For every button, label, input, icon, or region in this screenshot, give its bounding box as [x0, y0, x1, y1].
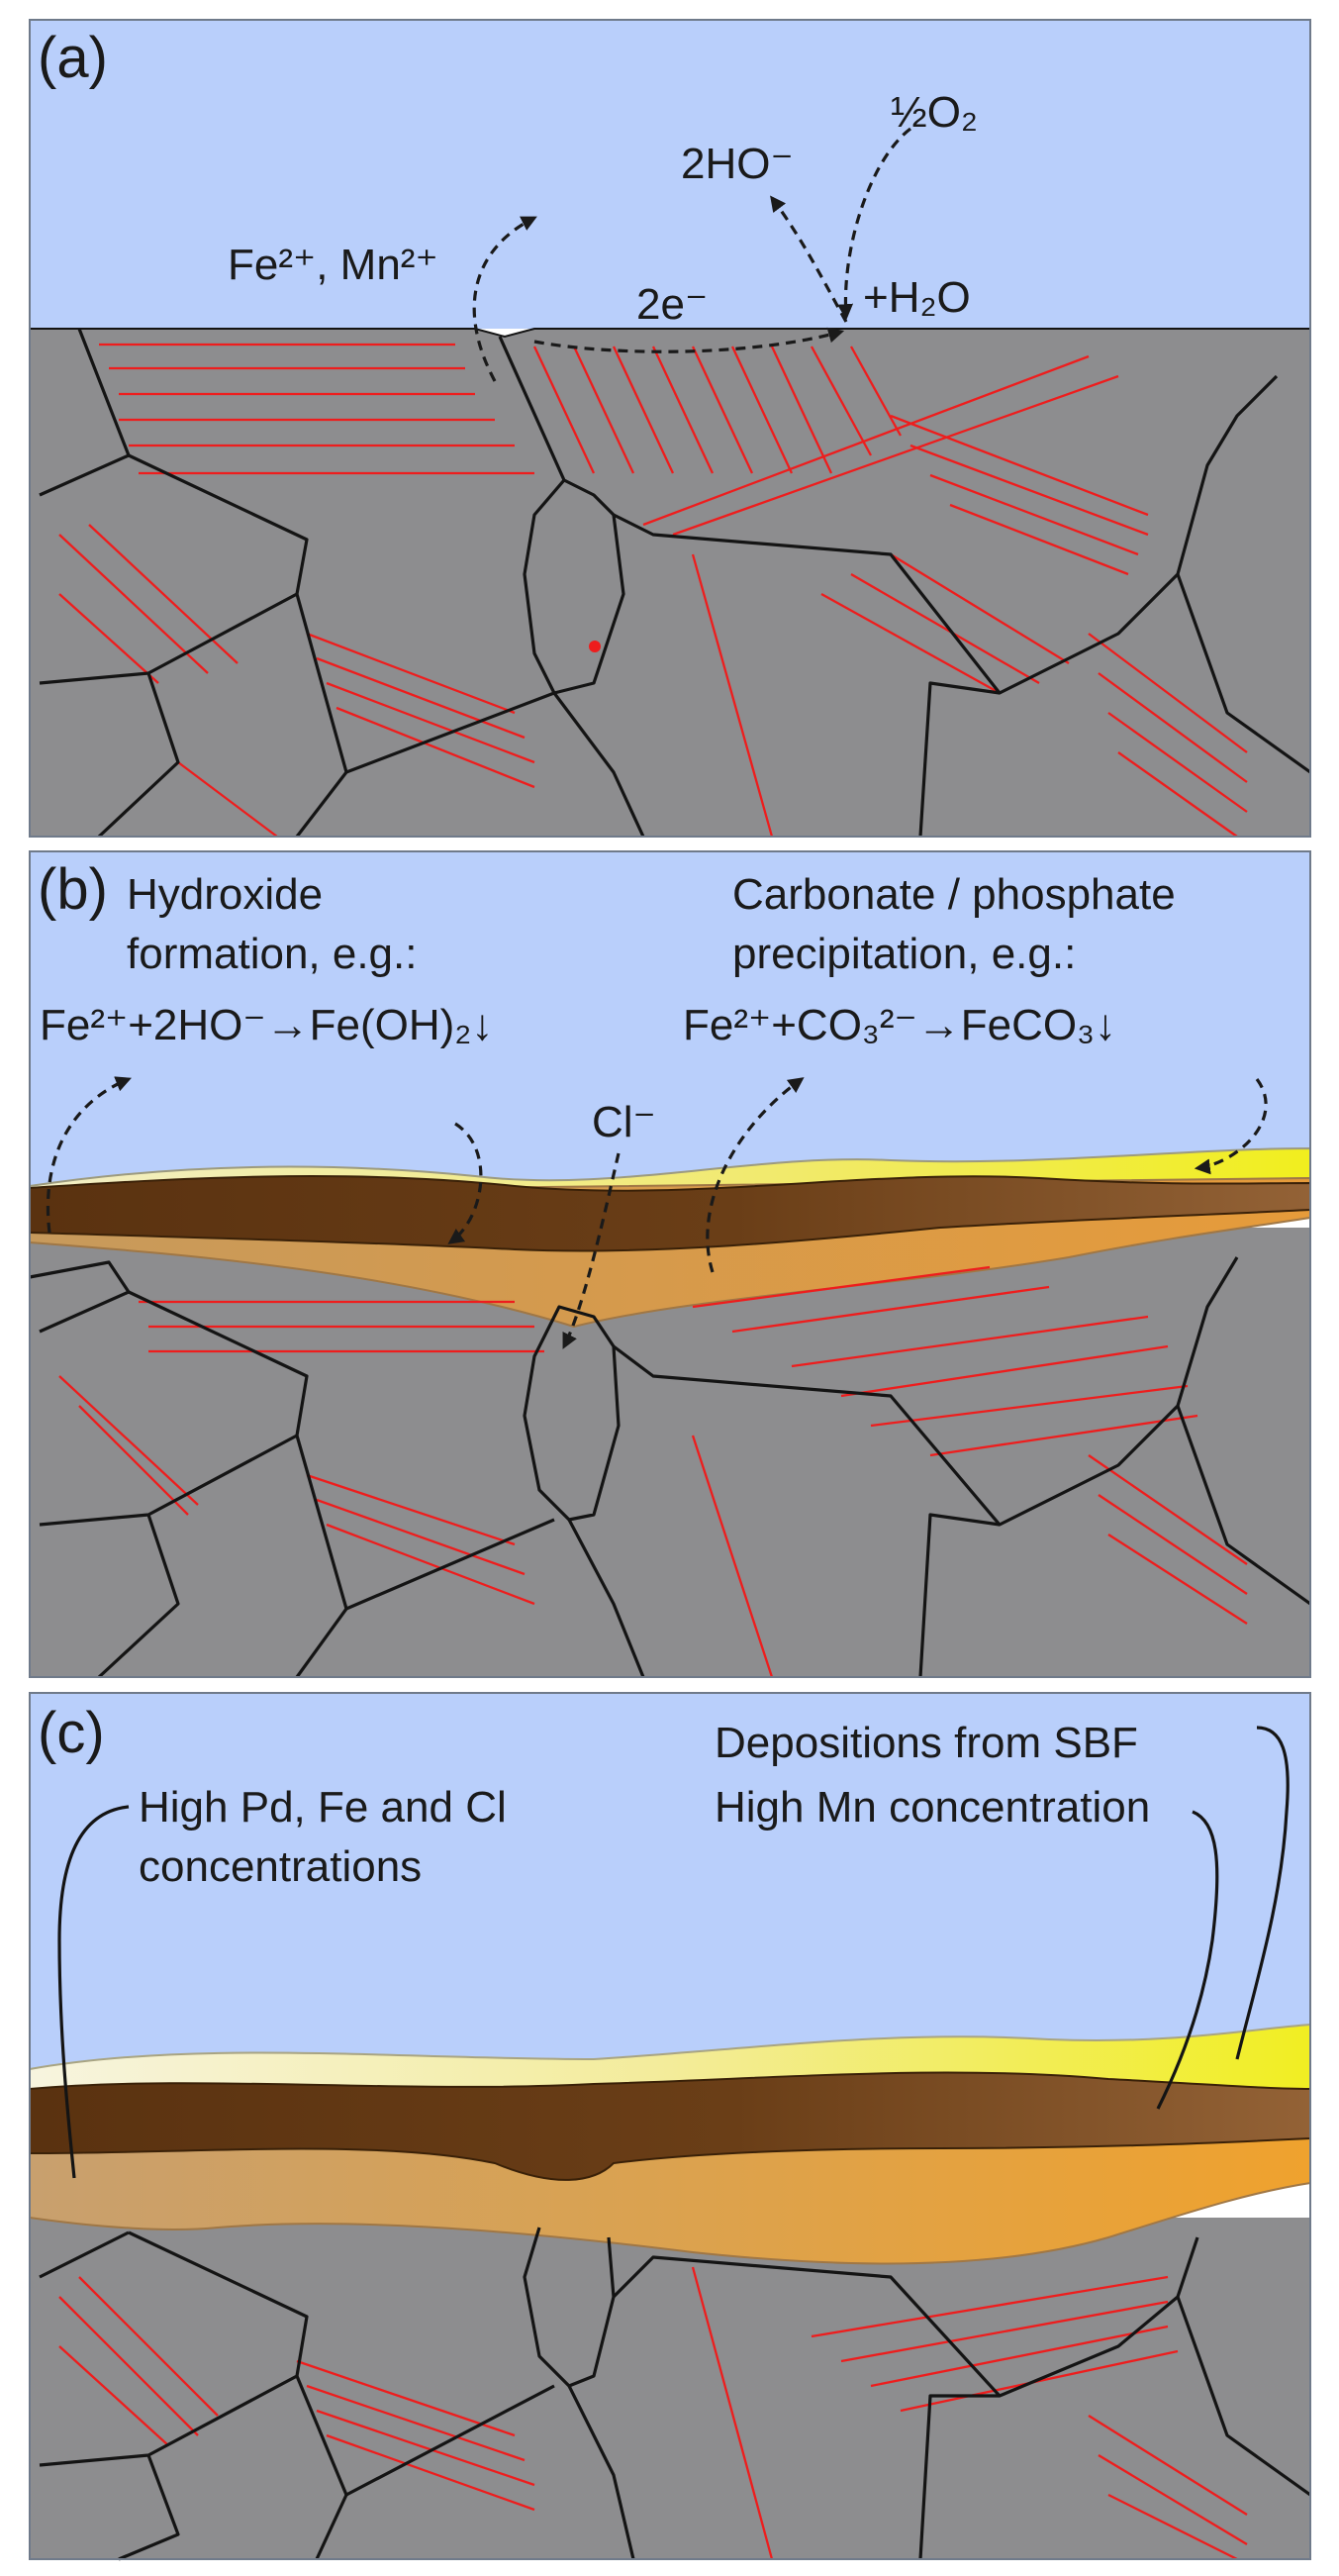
panel-c-high-pd-label-1: High Pd, Fe and Cl: [139, 1783, 507, 1832]
panel-c-depositions-label: Depositions from SBF: [715, 1719, 1138, 1767]
panel-b-carbonate-reaction: Fe²⁺+CO₃²⁻→FeCO₃↓: [683, 1001, 1116, 1049]
panel-b: (b) Hydroxide formation, e.g.: Fe²⁺+2HO⁻…: [29, 851, 1311, 1679]
panel-a-water-label: +H₂O: [863, 273, 971, 322]
panel-c-inner-oxide-layer: [29, 2071, 1311, 2181]
panel-b-reaction-arrows: [46, 1076, 1268, 1349]
panel-c-high-pd-label-2: concentrations: [139, 1842, 422, 1891]
panel-b-frame: [29, 850, 1311, 1678]
panel-c-metal: [30, 2218, 1310, 2559]
panel-a-metal: [29, 328, 1311, 838]
panel-a-twin-lines: [58, 343, 1248, 838]
panel-a-electrons-label: 2e⁻: [636, 280, 708, 329]
panel-c-outer-oxide-layer: [29, 2128, 1311, 2265]
panel-c-frame: [29, 1692, 1311, 2560]
panel-c-letter: (c): [38, 1701, 105, 1765]
panel-b-twin-lines: [58, 1265, 1248, 1678]
panel-c-twin-lines: [58, 2266, 1248, 2561]
panel-c-electrolyte: [30, 1693, 1310, 2089]
panel-b-letter: (b): [38, 857, 108, 922]
panel-b-metal: [30, 1228, 1310, 1677]
panel-b-grain-boundaries: [29, 1256, 1311, 1679]
panel-a-frame: [29, 19, 1311, 838]
panel-c-grain-boundaries: [39, 2227, 1311, 2561]
panel-c-leader-lines: [57, 1726, 1290, 2179]
panel-a-hydroxide-label: 2HO⁻: [681, 140, 794, 188]
panel-a-electrolyte: [30, 20, 1310, 329]
panel-b-electrolyte: [30, 851, 1310, 1188]
panel-a-ions-label: Fe²⁺, Mn²⁺: [228, 241, 438, 289]
panel-a-grain-boundaries: [39, 328, 1311, 839]
panel-b-carbonate-title-1: Carbonate / phosphate: [732, 870, 1176, 919]
panel-a: (a) Fe²⁺, Mn²⁺ 2e⁻ 2HO⁻ ½O₂ +H₂O: [29, 20, 1311, 839]
panel-a-letter: (a): [38, 26, 108, 90]
panel-b-hydroxide-reaction: Fe²⁺+2HO⁻→Fe(OH)₂↓: [40, 1001, 493, 1049]
panel-b-chloride-label: Cl⁻: [592, 1098, 656, 1146]
panel-c: (c) High Pd, Fe and Cl concentrations De…: [29, 1693, 1311, 2561]
panel-a-reaction-arrows: [472, 127, 911, 382]
panel-b-carbonate-title-2: precipitation, e.g.:: [732, 930, 1076, 978]
panel-b-hydroxide-title-2: formation, e.g.:: [127, 930, 417, 978]
panel-c-high-mn-label: High Mn concentration: [715, 1783, 1150, 1832]
panel-a-red-dot: [589, 641, 601, 652]
panel-a-oxygen-label: ½O₂: [891, 88, 978, 137]
panel-b-hydroxide-title-1: Hydroxide: [127, 870, 323, 919]
